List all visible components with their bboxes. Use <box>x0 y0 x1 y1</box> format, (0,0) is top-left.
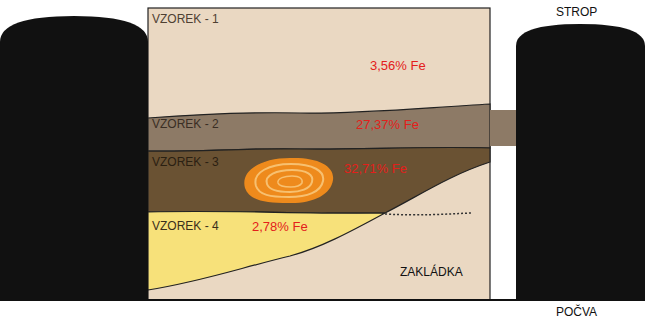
floor-line <box>0 299 645 301</box>
backfill-region: ZAKLÁDKA <box>380 250 490 298</box>
roof-label: STROP <box>556 6 597 19</box>
layer-2-band <box>148 104 490 151</box>
iron-content: 3,56% Fe <box>370 59 426 73</box>
layer-3-band <box>148 147 490 213</box>
floor-label: POČVA <box>556 306 597 319</box>
sample-layer: VZOREK - 3 32,71% Fe <box>148 150 490 212</box>
iron-content: 27,37% Fe <box>356 118 419 132</box>
sample-name: VZOREK - 3 <box>152 156 219 169</box>
right-pillar <box>516 24 645 300</box>
dotted-boundary <box>385 213 472 215</box>
sample-name: VZOREK - 4 <box>152 220 219 233</box>
sample-name: VZOREK - 1 <box>152 13 219 26</box>
sample-layer: VZOREK - 1 3,56% Fe <box>148 8 490 112</box>
sample-layer: VZOREK - 4 2,78% Fe <box>148 212 388 262</box>
region-name: ZAKLÁDKA <box>400 266 463 279</box>
ore-body <box>244 158 333 203</box>
left-pillar <box>0 16 148 300</box>
sample-name: VZOREK - 2 <box>152 118 219 131</box>
sample-layer: VZOREK - 2 27,37% Fe <box>148 112 490 150</box>
layer-4-band <box>148 211 385 290</box>
iron-content: 2,78% Fe <box>252 220 308 234</box>
iron-content: 32,71% Fe <box>344 162 407 176</box>
layer-2-bridge <box>490 110 516 146</box>
section-frame <box>148 8 490 300</box>
